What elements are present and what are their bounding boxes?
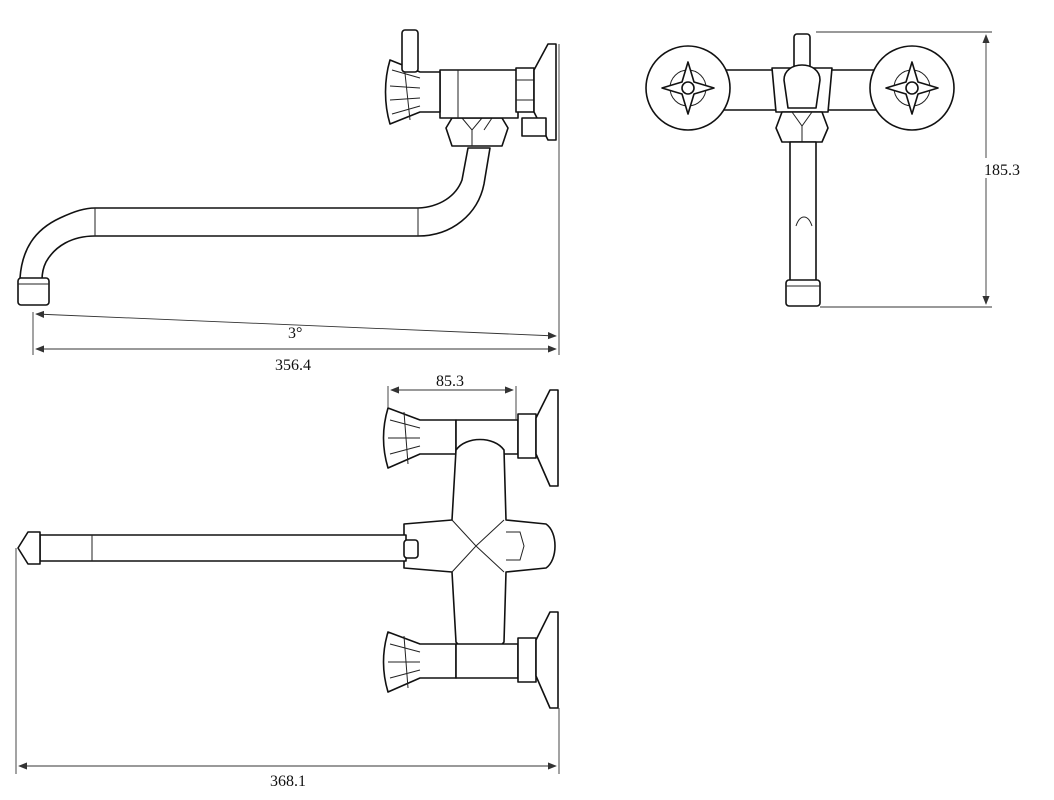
upper-flange [535, 389, 559, 487]
front-view: 185.3 [645, 31, 1030, 308]
lower-flange [535, 611, 559, 709]
spout-pipe [19, 147, 491, 281]
top-spout [39, 534, 407, 562]
dimension-label-overall-top: 368.1 [270, 773, 306, 790]
front-aerator [785, 279, 821, 307]
top-aerator [17, 531, 41, 565]
dimension-label-width: 85.3 [436, 373, 464, 390]
aerator-nozzle [17, 277, 50, 306]
lower-arm [455, 643, 519, 679]
dimension-label-overall: 356.4 [275, 357, 311, 374]
wall-flange [533, 43, 557, 141]
eccentric-nut [515, 67, 535, 113]
main-body [403, 438, 556, 654]
top-view: 85.3 368.1 [15, 373, 560, 790]
side-view: 356.4 3° [17, 29, 560, 374]
dimension-label-angle: 3° [288, 325, 302, 342]
lever [401, 29, 419, 73]
valve-body [439, 69, 519, 119]
handle-knob [384, 59, 441, 125]
spout-vertical [789, 141, 817, 283]
swivel-nut [445, 117, 509, 147]
dimension-label-height: 185.3 [984, 162, 1020, 179]
